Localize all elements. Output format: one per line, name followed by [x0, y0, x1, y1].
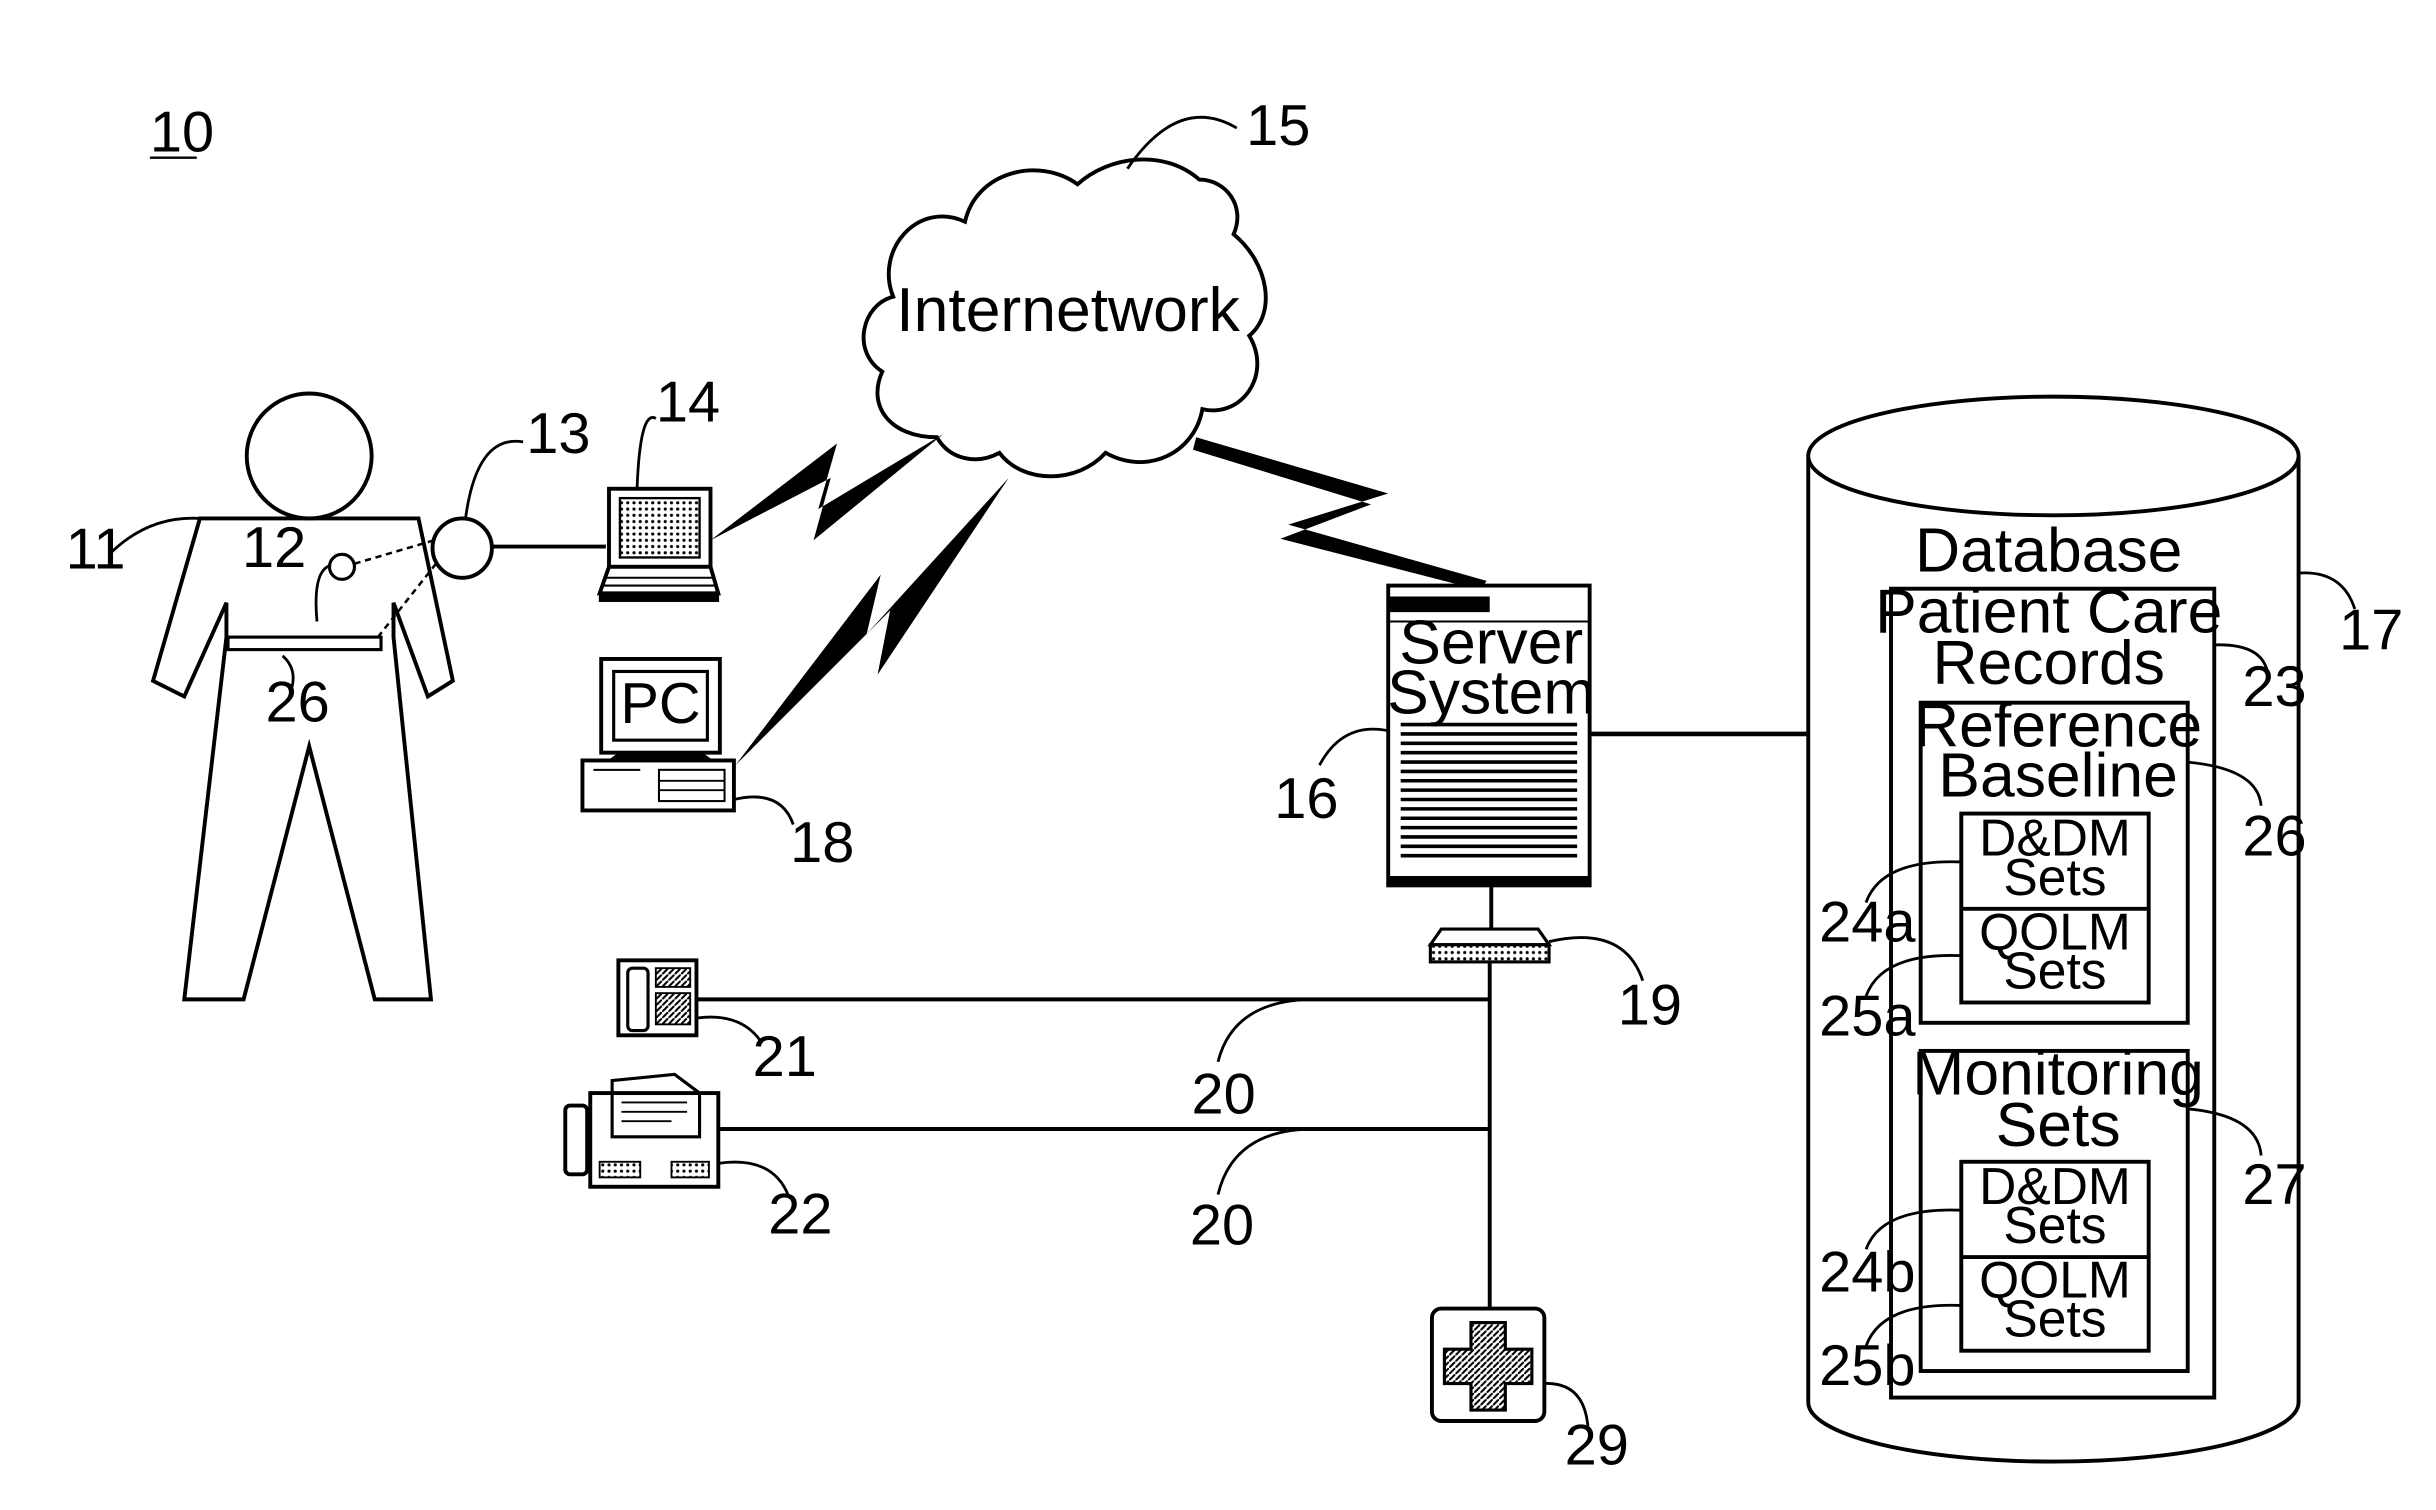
ref-26-baseline: 26	[2242, 805, 2306, 869]
wireless-link-pc	[735, 478, 1008, 765]
ref-11: 11	[66, 517, 126, 581]
laptop-icon	[600, 489, 719, 601]
patient-figure	[153, 394, 606, 1000]
hospital-icon	[1432, 1309, 1544, 1421]
monitoring-ddm-line2: Sets	[2003, 1196, 2106, 1254]
baseline-ddm-line2: Sets	[2003, 848, 2106, 906]
internetwork-label: Internetwork	[896, 275, 1240, 345]
wireless-link-server	[1193, 437, 1487, 590]
ref-24b: 24b	[1819, 1240, 1915, 1304]
patient-head	[247, 394, 372, 519]
ref-27: 27	[2242, 1153, 2306, 1217]
ref-21: 21	[753, 1025, 817, 1089]
ref-17: 17	[2339, 599, 2403, 663]
monitoring-label-line2: Sets	[1996, 1090, 2121, 1160]
reference-baseline-label-line2: Baseline	[1938, 740, 2178, 810]
figure-number: 10	[150, 100, 214, 164]
ref-25b: 25b	[1819, 1334, 1915, 1398]
ref-13: 13	[526, 402, 590, 466]
ref-15: 15	[1246, 94, 1310, 158]
ref-12: 12	[242, 516, 306, 580]
baseline-qolm-line2: Sets	[2003, 941, 2106, 999]
ref-20-phone-line: 20	[1191, 1062, 1255, 1126]
patient-body	[153, 518, 453, 999]
monitoring-qolm-line2: Sets	[2003, 1290, 2106, 1348]
patient-node	[433, 518, 492, 577]
belt-sensor	[228, 637, 381, 649]
ref-24a: 24a	[1819, 891, 1916, 955]
ref-14: 14	[656, 371, 720, 435]
telephone-icon	[618, 960, 696, 1035]
implanted-sensor	[329, 554, 354, 579]
database-title: Database	[1915, 516, 2182, 586]
ref-23: 23	[2242, 655, 2306, 719]
ref-20-fax-line: 20	[1190, 1194, 1254, 1258]
ref-18: 18	[790, 811, 854, 875]
pc-screen-label: PC	[620, 672, 700, 736]
ref-25a: 25a	[1819, 984, 1916, 1048]
patient-care-label-line2: Records	[1932, 628, 2165, 698]
ref-16: 16	[1274, 767, 1338, 831]
ref-19: 19	[1618, 973, 1682, 1037]
ref-29: 29	[1565, 1414, 1629, 1478]
router-icon	[1430, 929, 1549, 962]
ref-22: 22	[768, 1183, 832, 1247]
server-label-line2: System	[1387, 658, 1595, 728]
fax-icon	[565, 1074, 718, 1186]
wireless-link-laptop	[711, 434, 944, 540]
ref-26-belt: 26	[265, 670, 329, 734]
